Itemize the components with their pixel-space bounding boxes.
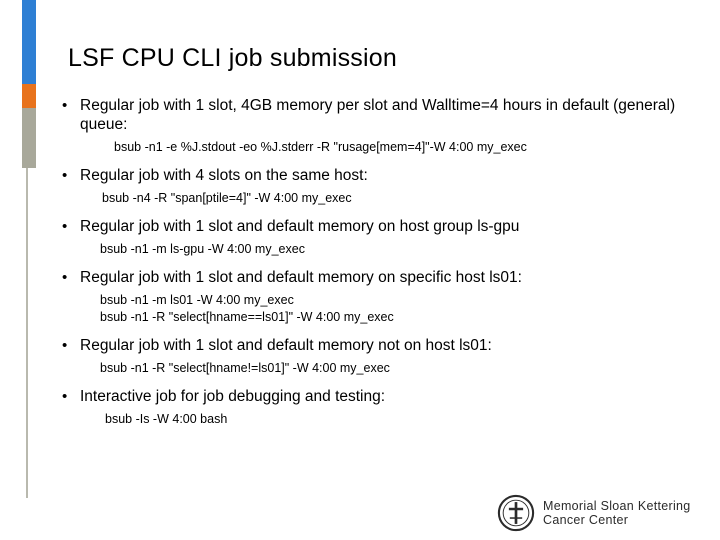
bullet-text: Regular job with 1 slot and default memo…: [80, 218, 520, 235]
bullet-text: Regular job with 1 slot and default memo…: [80, 337, 492, 354]
code-line: bsub -Is -W 4:00 bash: [105, 412, 228, 426]
msk-crest-icon: [497, 494, 535, 532]
bullet-item: • Interactive job for job debugging and …: [50, 387, 710, 406]
bullet-item: • Regular job with 1 slot and default me…: [50, 336, 710, 355]
bullet-item: • Regular job with 4 slots on the same h…: [50, 166, 710, 185]
decor-bar-blue: [22, 0, 36, 84]
organization-logo: Memorial Sloan Kettering Cancer Center: [497, 492, 697, 534]
code-line: bsub -n1 -R "select[hname==ls01]" -W 4:0…: [100, 310, 394, 324]
bullet-text: Interactive job for job debugging and te…: [80, 388, 386, 405]
decor-bar-gray: [22, 108, 36, 168]
bullet-text: Regular job with 1 slot, 4GB memory per …: [80, 97, 676, 133]
slide-body: • Regular job with 1 slot, 4GB memory pe…: [50, 96, 710, 438]
bullet-text: Regular job with 1 slot and default memo…: [80, 269, 522, 286]
bullet-item: • Regular job with 1 slot and default me…: [50, 268, 710, 287]
page-title: LSF CPU CLI job submission: [68, 44, 397, 72]
code-line: bsub -n1 -m ls-gpu -W 4:00 my_exec: [100, 242, 305, 256]
decor-bar-thin: [26, 168, 28, 498]
logo-wordmark: Memorial Sloan Kettering Cancer Center: [543, 499, 691, 528]
code-line: bsub -n1 -m ls01 -W 4:00 my_exec: [100, 293, 294, 307]
code-line: bsub -n1 -e %J.stdout -eo %J.stderr -R "…: [114, 140, 527, 154]
code-line: bsub -n4 -R "span[ptile=4]" -W 4:00 my_e…: [102, 191, 352, 205]
logo-line-2: Cancer Center: [543, 513, 629, 527]
bullet-marker: •: [62, 337, 68, 354]
bullet-marker: •: [62, 218, 68, 235]
bullet-text: Regular job with 4 slots on the same hos…: [80, 167, 368, 184]
bullet-marker: •: [62, 97, 68, 114]
bullet-item: • Regular job with 1 slot and default me…: [50, 217, 710, 236]
code-line: bsub -n1 -R "select[hname!=ls01]" -W 4:0…: [100, 361, 390, 375]
decor-bar-orange: [22, 84, 36, 108]
bullet-marker: •: [62, 269, 68, 286]
bullet-item: • Regular job with 1 slot, 4GB memory pe…: [50, 96, 710, 134]
bullet-marker: •: [62, 167, 68, 184]
bullet-marker: •: [62, 388, 68, 405]
logo-line-1: Memorial Sloan Kettering: [543, 498, 691, 513]
